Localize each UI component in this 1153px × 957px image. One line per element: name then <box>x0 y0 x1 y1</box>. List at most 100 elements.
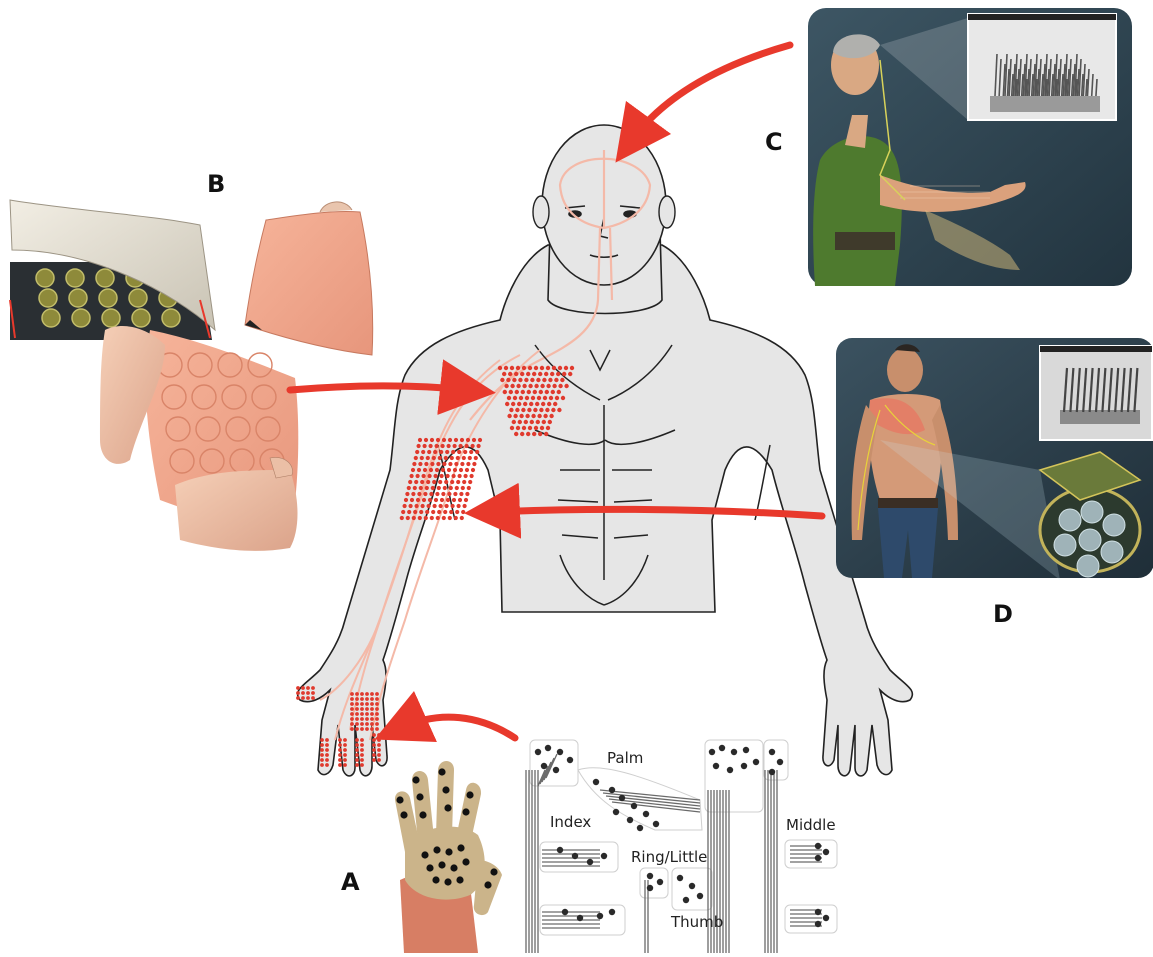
circuit-pad <box>613 809 619 815</box>
sensor-dot <box>350 727 354 731</box>
sensor-dot <box>320 748 324 752</box>
sensor-dot <box>422 498 426 502</box>
sensor-dot <box>522 426 526 430</box>
glove-sensor-dot <box>456 876 463 883</box>
sensor-dot <box>553 402 557 406</box>
sensor-pad <box>72 309 90 327</box>
sensor-dot <box>504 384 508 388</box>
sensor-dot <box>436 516 440 520</box>
sensor-dot <box>511 402 515 406</box>
sensor-dot <box>360 743 364 747</box>
sensor-dot <box>549 396 553 400</box>
sensor-dot <box>516 366 520 370</box>
sensor-dot <box>558 384 562 388</box>
sensor-pad <box>66 269 84 287</box>
sensor-dot <box>433 504 437 508</box>
trace <box>544 758 554 780</box>
circuit-pad <box>541 763 547 769</box>
sensor-pad <box>129 289 147 307</box>
sensor-dot <box>470 474 474 478</box>
sensor-dot <box>338 763 342 767</box>
sensor-dot <box>550 372 554 376</box>
circuit-pad <box>631 803 637 809</box>
sensor-dot <box>403 504 407 508</box>
sensor-dot <box>551 408 555 412</box>
sensor-dot <box>355 727 359 731</box>
sensor-dot <box>514 432 518 436</box>
sensor-dot <box>412 462 416 466</box>
sensor-dot <box>296 696 300 700</box>
sensor-dot <box>540 384 544 388</box>
panel-d-nerve-image <box>836 338 1153 580</box>
sensor-dot <box>510 384 514 388</box>
glove-sensor-dot <box>444 878 451 885</box>
sensor-dot <box>441 444 445 448</box>
sensor-dot <box>338 758 342 762</box>
sensor-dot <box>448 438 452 442</box>
sensor-dot <box>464 474 468 478</box>
sensor-dot <box>458 498 462 502</box>
sensor-dot <box>355 763 359 767</box>
circuit-pad <box>713 763 719 769</box>
sensor-dot <box>417 492 421 496</box>
circuit-pad <box>741 763 747 769</box>
sensor-dot <box>556 372 560 376</box>
sensor-dot <box>519 414 523 418</box>
sensor-dot <box>561 396 565 400</box>
circuit-pad <box>637 825 643 831</box>
circuit-pad <box>587 859 593 865</box>
sensor-dot <box>521 390 525 394</box>
sensor-dot <box>555 396 559 400</box>
sensor-dot <box>360 763 364 767</box>
sensor-dot <box>416 474 420 478</box>
sensor-dot <box>516 384 520 388</box>
sensor-dot <box>365 707 369 711</box>
sensor-dot <box>442 516 446 520</box>
circuit-pad <box>647 885 653 891</box>
circuit-pad <box>572 853 578 859</box>
sensor-dot <box>377 738 381 742</box>
sensor-dot <box>446 474 450 478</box>
sensor-dot <box>551 390 555 394</box>
sensor-dot <box>451 450 455 454</box>
sensor-dot <box>355 753 359 757</box>
sensor-dot <box>451 504 455 508</box>
sensor-dot <box>458 474 462 478</box>
sensor-dot <box>450 480 454 484</box>
sensor-dot <box>432 480 436 484</box>
sensor-pad <box>36 269 54 287</box>
label-palm: Palm <box>607 749 643 767</box>
sensor-dot <box>546 384 550 388</box>
sensor-dot <box>372 738 376 742</box>
sensor-dot <box>534 366 538 370</box>
sensor-dot <box>350 717 354 721</box>
sensor-dot <box>377 733 381 737</box>
sensor-dot <box>460 462 464 466</box>
fascicle <box>1081 501 1103 523</box>
sensor-dot <box>454 438 458 442</box>
sensor-dot <box>422 474 426 478</box>
sensor-dot <box>306 686 310 690</box>
sensor-dot <box>338 738 342 742</box>
circuit-pad <box>609 909 615 915</box>
sensor-dot <box>426 456 430 460</box>
sensor-dot <box>454 516 458 520</box>
sensor-dot <box>355 692 359 696</box>
sensor-dot <box>477 444 481 448</box>
sensor-dot <box>548 420 552 424</box>
glove-sensor-dot <box>438 861 445 868</box>
sensor-dot <box>375 697 379 701</box>
trace <box>600 790 700 800</box>
glove-sensor-dot <box>450 864 457 871</box>
circuit-pad <box>562 909 568 915</box>
circuit-pad <box>777 759 783 765</box>
sensor-dot <box>449 486 453 490</box>
sensor-dot <box>406 516 410 520</box>
sensor-dot <box>375 717 379 721</box>
sensor-dot <box>404 498 408 502</box>
sensor-dot <box>430 438 434 442</box>
sensor-dot <box>468 480 472 484</box>
glove-sensor-dot <box>421 851 428 858</box>
sensor-dot <box>355 738 359 742</box>
sensor-dot <box>365 727 369 731</box>
